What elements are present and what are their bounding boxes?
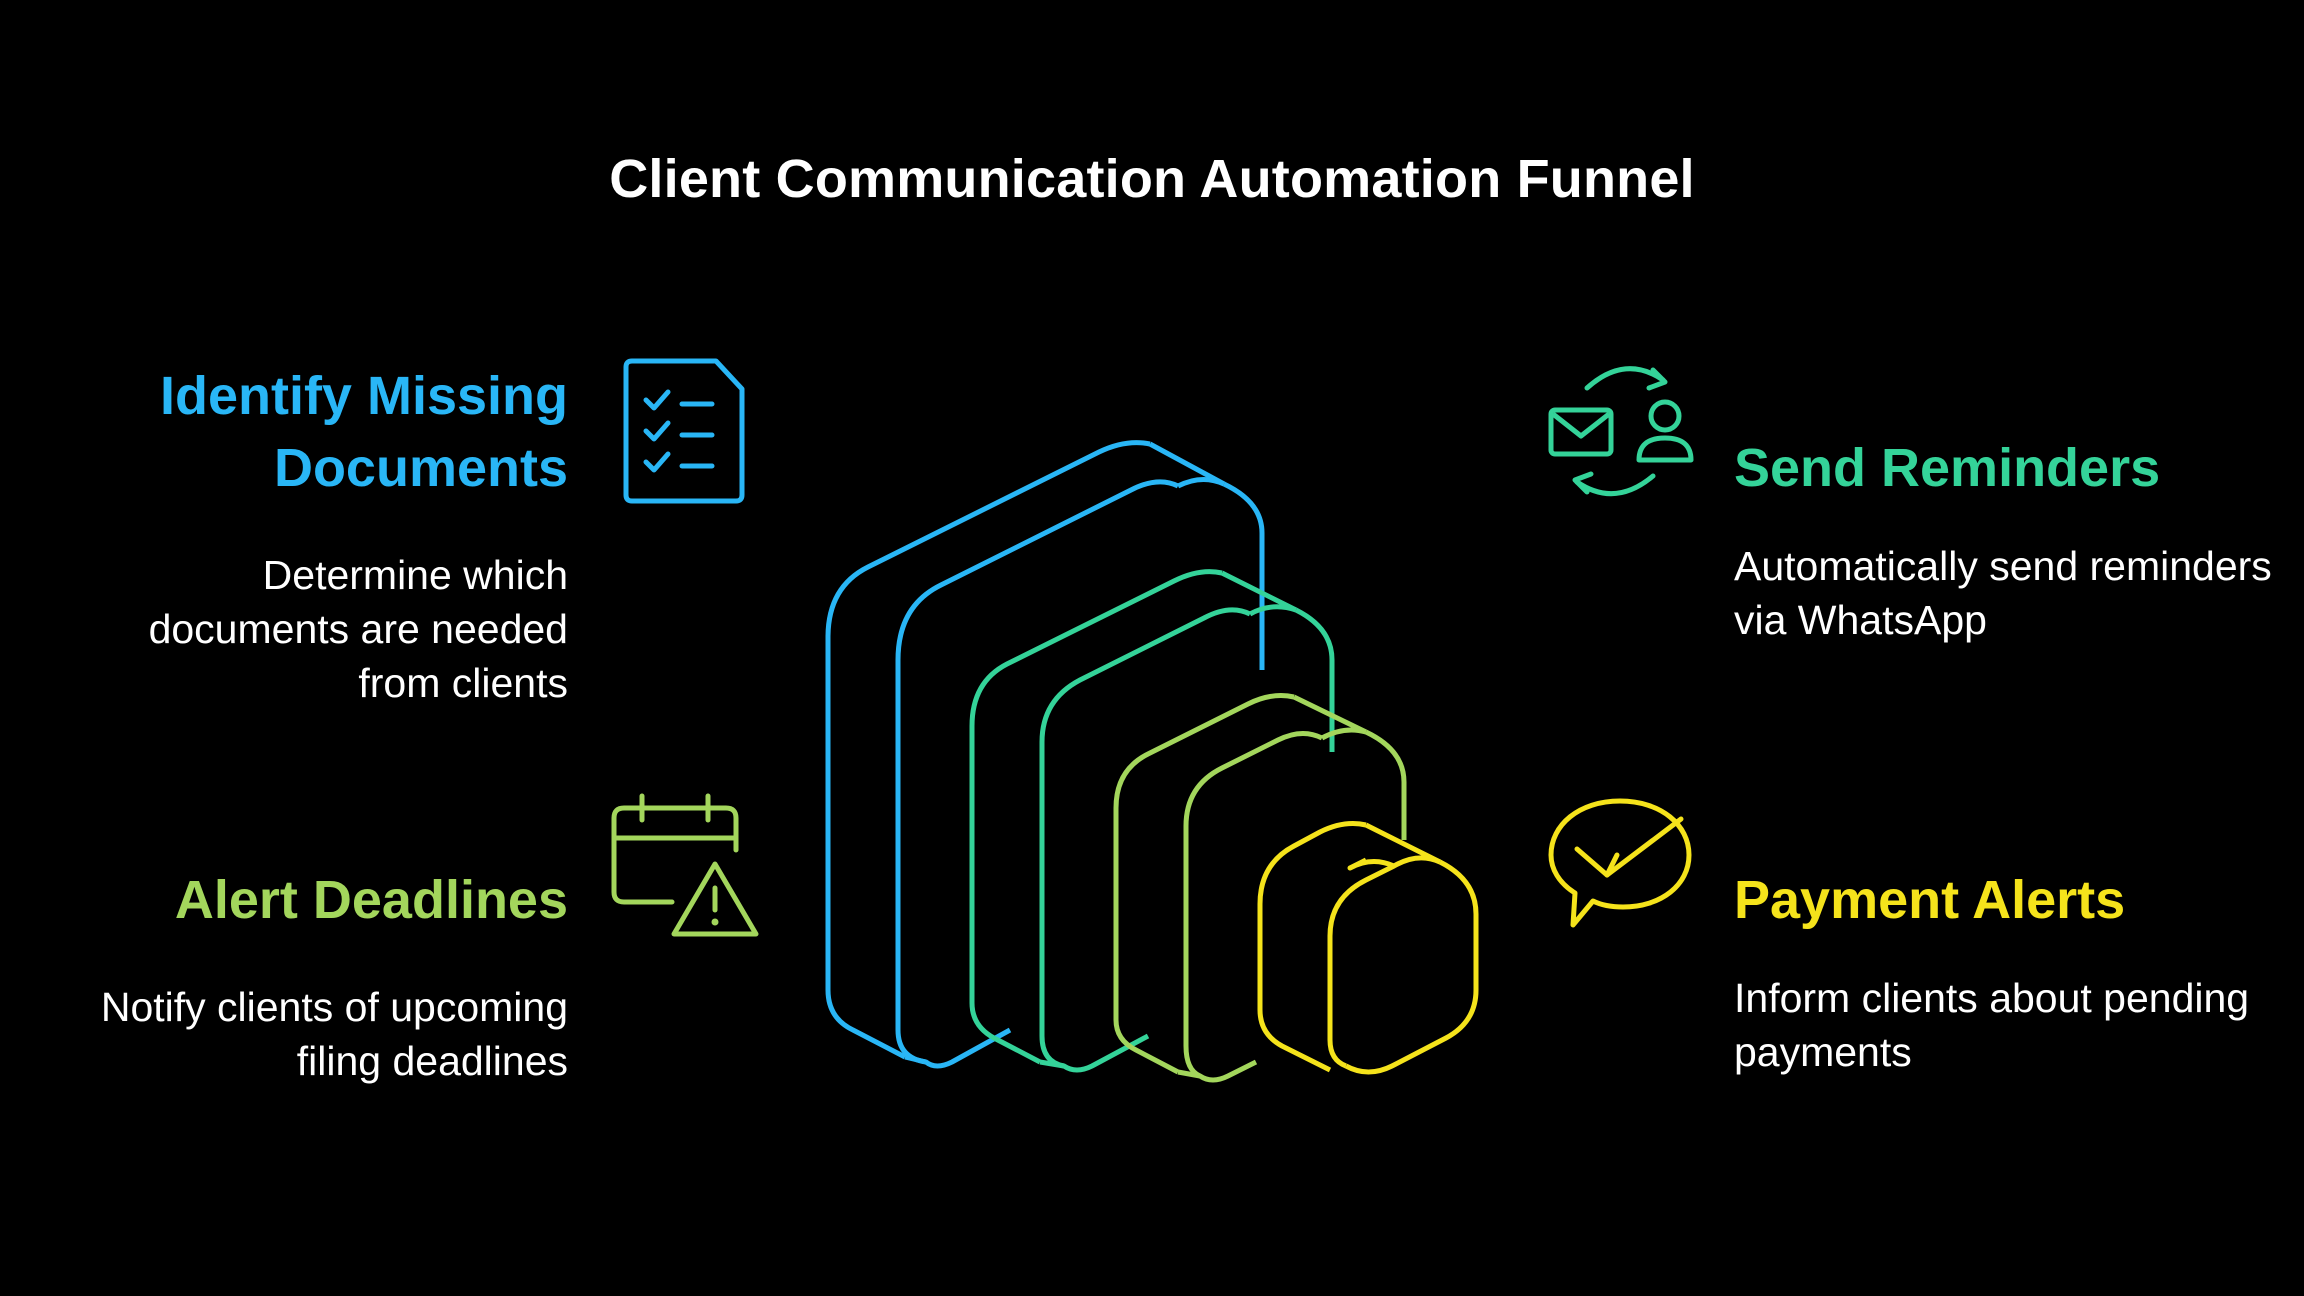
step-description-alert-deadlines: Notify clients of upcoming filing deadli… [100,984,568,1084]
funnel-stage-1 [825,440,1265,1069]
funnel-stage-2 [969,569,1335,1073]
step-description-payment-alerts: Inform clients about pending payments [1734,975,2250,1075]
step-heading-identify-missing-documents: Identify Missing Documents [159,366,568,498]
step-description-send-reminders: Automatically send reminders via WhatsAp… [1734,543,2272,643]
checklist-document-icon [623,358,745,504]
message-sync-user-icon [1548,366,1694,497]
calendar-warning-icon [611,793,759,937]
step-heading-payment-alerts: Payment Alerts [1734,870,2126,930]
step-description-identify-missing-documents: Determine which documents are needed fro… [148,552,568,706]
step-heading-alert-deadlines: Alert Deadlines [174,870,568,930]
chat-check-icon [1548,798,1692,928]
funnel-stage-4 [1257,821,1479,1075]
page-title: Client Communication Automation Funnel [609,149,1695,209]
step-heading-send-reminders: Send Reminders [1734,438,2161,498]
funnel-stage-3 [1113,693,1407,1083]
